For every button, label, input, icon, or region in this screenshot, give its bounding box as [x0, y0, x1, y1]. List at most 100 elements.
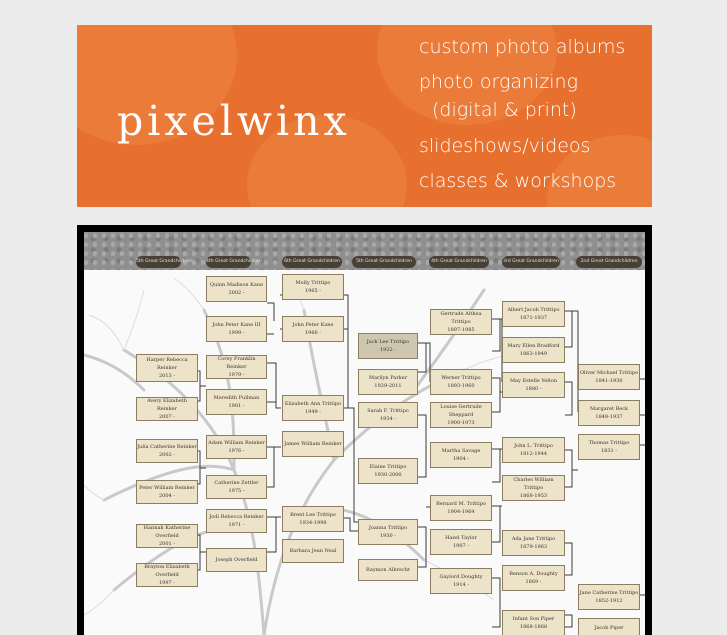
person-card[interactable]: Harper Rebecca Reinker 2013 -: [136, 354, 198, 382]
person-name: Brent Lee Trittipo: [290, 512, 336, 518]
person-name: Jodi Rebecca Reinker: [209, 514, 264, 520]
person-name: Jack Lee Trittipo: [366, 339, 410, 345]
person-years: 1999 -: [228, 330, 245, 336]
person-card[interactable]: May Estelle Yelton 1880 -: [502, 372, 565, 398]
person-name: Julia Catherine Reinker: [137, 444, 197, 450]
person-years: 2002 -: [228, 290, 245, 296]
person-years: 1914 -: [452, 582, 469, 588]
service-item: slideshows/videos: [419, 135, 591, 157]
service-item: custom photo albums: [419, 36, 626, 58]
person-name: Harper Rebecca Reinker: [146, 357, 188, 371]
person-years: 1852-1912: [595, 598, 623, 604]
generation-label: 4th Great Grandchildren: [429, 256, 489, 268]
person-card[interactable]: James William Reinker: [282, 431, 344, 457]
person-years: 1868-1868: [519, 624, 548, 630]
person-years: 1863-1949: [519, 351, 548, 357]
generation-header-bar: 5th Great Grandchildren 4th Great Grandc…: [84, 232, 645, 270]
person-card[interactable]: Brent Lee Trittipo 1934-1998: [282, 506, 344, 532]
person-name: Catherine Zettler: [214, 480, 259, 486]
person-name: Infant Son Piper: [512, 616, 555, 622]
person-name: Thomas Trittipo: [588, 440, 630, 446]
person-years: 2004 -: [158, 493, 175, 499]
person-name: Gaylord Doughty: [439, 574, 483, 580]
person-name: Barbara Jean Neal: [289, 548, 337, 554]
person-years: 2001 -: [158, 541, 175, 547]
person-years: 1966 -: [304, 330, 321, 336]
generation-label: 6th Great Grandchildren: [282, 256, 342, 268]
person-card[interactable]: Raymon Albrecht: [358, 559, 418, 581]
person-card[interactable]: Elizabeth Ann Trittipo 1949 -: [282, 395, 344, 421]
person-years: 2002 -: [158, 452, 175, 458]
generation-label: 5th Great Grandchildren: [352, 256, 416, 268]
person-years: 1897-1985: [447, 327, 475, 333]
service-item: (digital & print): [432, 99, 577, 121]
generation-label: 5th Great Grandchildren: [136, 256, 192, 268]
person-card[interactable]: Thomas Trittipo 1831 -: [578, 434, 640, 460]
person-years: 2013 -: [158, 373, 175, 379]
person-card[interactable]: Martha Savage 1904 -: [430, 442, 492, 468]
person-name: Elizabeth Ann Trittipo: [284, 401, 342, 407]
person-card[interactable]: Jacob Piper: [578, 618, 640, 635]
pixelwinx-banner[interactable]: pixelwinx custom photo albums photo orga…: [77, 25, 652, 207]
person-years: 1904 -: [452, 456, 469, 462]
person-name: Martha Savage: [441, 448, 481, 454]
person-years: 1904-1964: [447, 509, 475, 515]
person-name: John L. Trittipo: [514, 443, 553, 449]
person-name: Brayton Elizabeth Overfield: [144, 564, 190, 578]
person-card-selected[interactable]: Jack Lee Trittipo 1922 -: [358, 333, 418, 359]
person-card[interactable]: Joseph Overfield: [206, 548, 267, 572]
person-years: 1831 -: [600, 448, 617, 454]
person-card[interactable]: Gaylord Doughty 1914 -: [430, 568, 492, 594]
person-years: 1880 -: [525, 386, 542, 392]
person-name: Joseph Overfield: [215, 557, 258, 563]
person-name: Corey Franklin Reinker: [217, 356, 256, 370]
service-item: photo organizing: [419, 71, 579, 93]
person-card[interactable]: Julia Catherine Reinker 2002 -: [136, 439, 198, 463]
family-tree-panel: 5th Great Grandchildren 4th Great Grandc…: [77, 225, 652, 635]
service-item: classes & workshops: [419, 170, 617, 192]
person-years: 1868-1953: [519, 493, 548, 499]
person-years: 1879-1963: [519, 544, 548, 550]
person-years: 1930 -: [379, 533, 396, 539]
person-name: Raymon Albrecht: [365, 567, 411, 573]
person-name: May Estelle Yelton: [509, 378, 558, 384]
person-card[interactable]: Infant Son Piper 1868-1868: [502, 610, 565, 635]
person-years: 1934-1998: [299, 520, 327, 526]
person-years: 1922 -: [379, 347, 396, 353]
person-years: 1949 -: [304, 409, 321, 415]
person-name: Oliver Michael Trittipo: [579, 370, 639, 376]
person-card[interactable]: Barbara Jean Neal: [282, 539, 344, 563]
person-name: Marilyn Parker: [368, 375, 408, 381]
